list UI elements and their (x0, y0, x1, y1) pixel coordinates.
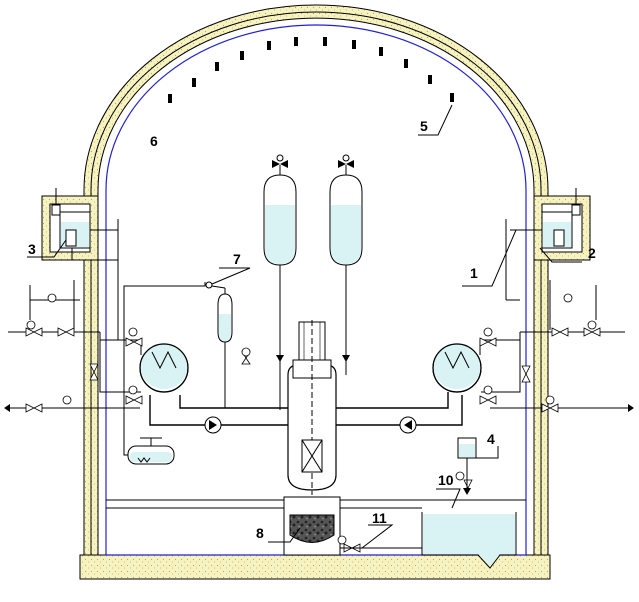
pool-10 (421, 512, 517, 569)
passive-hx-right (510, 188, 581, 249)
steam-generator-left (139, 342, 189, 393)
foundation-slab (79, 554, 551, 580)
relief-tank (123, 282, 206, 465)
internal-floor (106, 499, 526, 549)
spray-nozzles (168, 37, 454, 103)
pressurizer (217, 288, 233, 408)
accumulator-top-valves (272, 154, 354, 168)
label-6: 6 (150, 133, 158, 149)
label-1: 1 (470, 265, 478, 281)
reactor-vessel (287, 320, 337, 495)
core-catcher (283, 496, 341, 556)
hydroaccumulator-right (329, 165, 363, 375)
label-3: 3 (28, 241, 36, 257)
label-11: 11 (372, 510, 387, 526)
label-8: 8 (256, 525, 264, 541)
right-feed-arrow (628, 404, 634, 412)
label-2: 2 (588, 245, 596, 261)
valve-actuators (26, 293, 597, 545)
valves (25, 327, 601, 553)
hydroaccumulator-left (263, 165, 297, 410)
pressurizer-relief-line (211, 285, 226, 289)
label-5: 5 (420, 118, 428, 134)
primary-loops (149, 392, 463, 426)
steam-generator-right (432, 342, 482, 393)
tank-4 (457, 437, 477, 495)
label-4: 4 (487, 431, 495, 447)
label-7: 7 (233, 251, 241, 267)
leader-lines (27, 104, 582, 549)
label-10: 10 (438, 472, 454, 488)
left-feed-arrow (4, 404, 10, 412)
